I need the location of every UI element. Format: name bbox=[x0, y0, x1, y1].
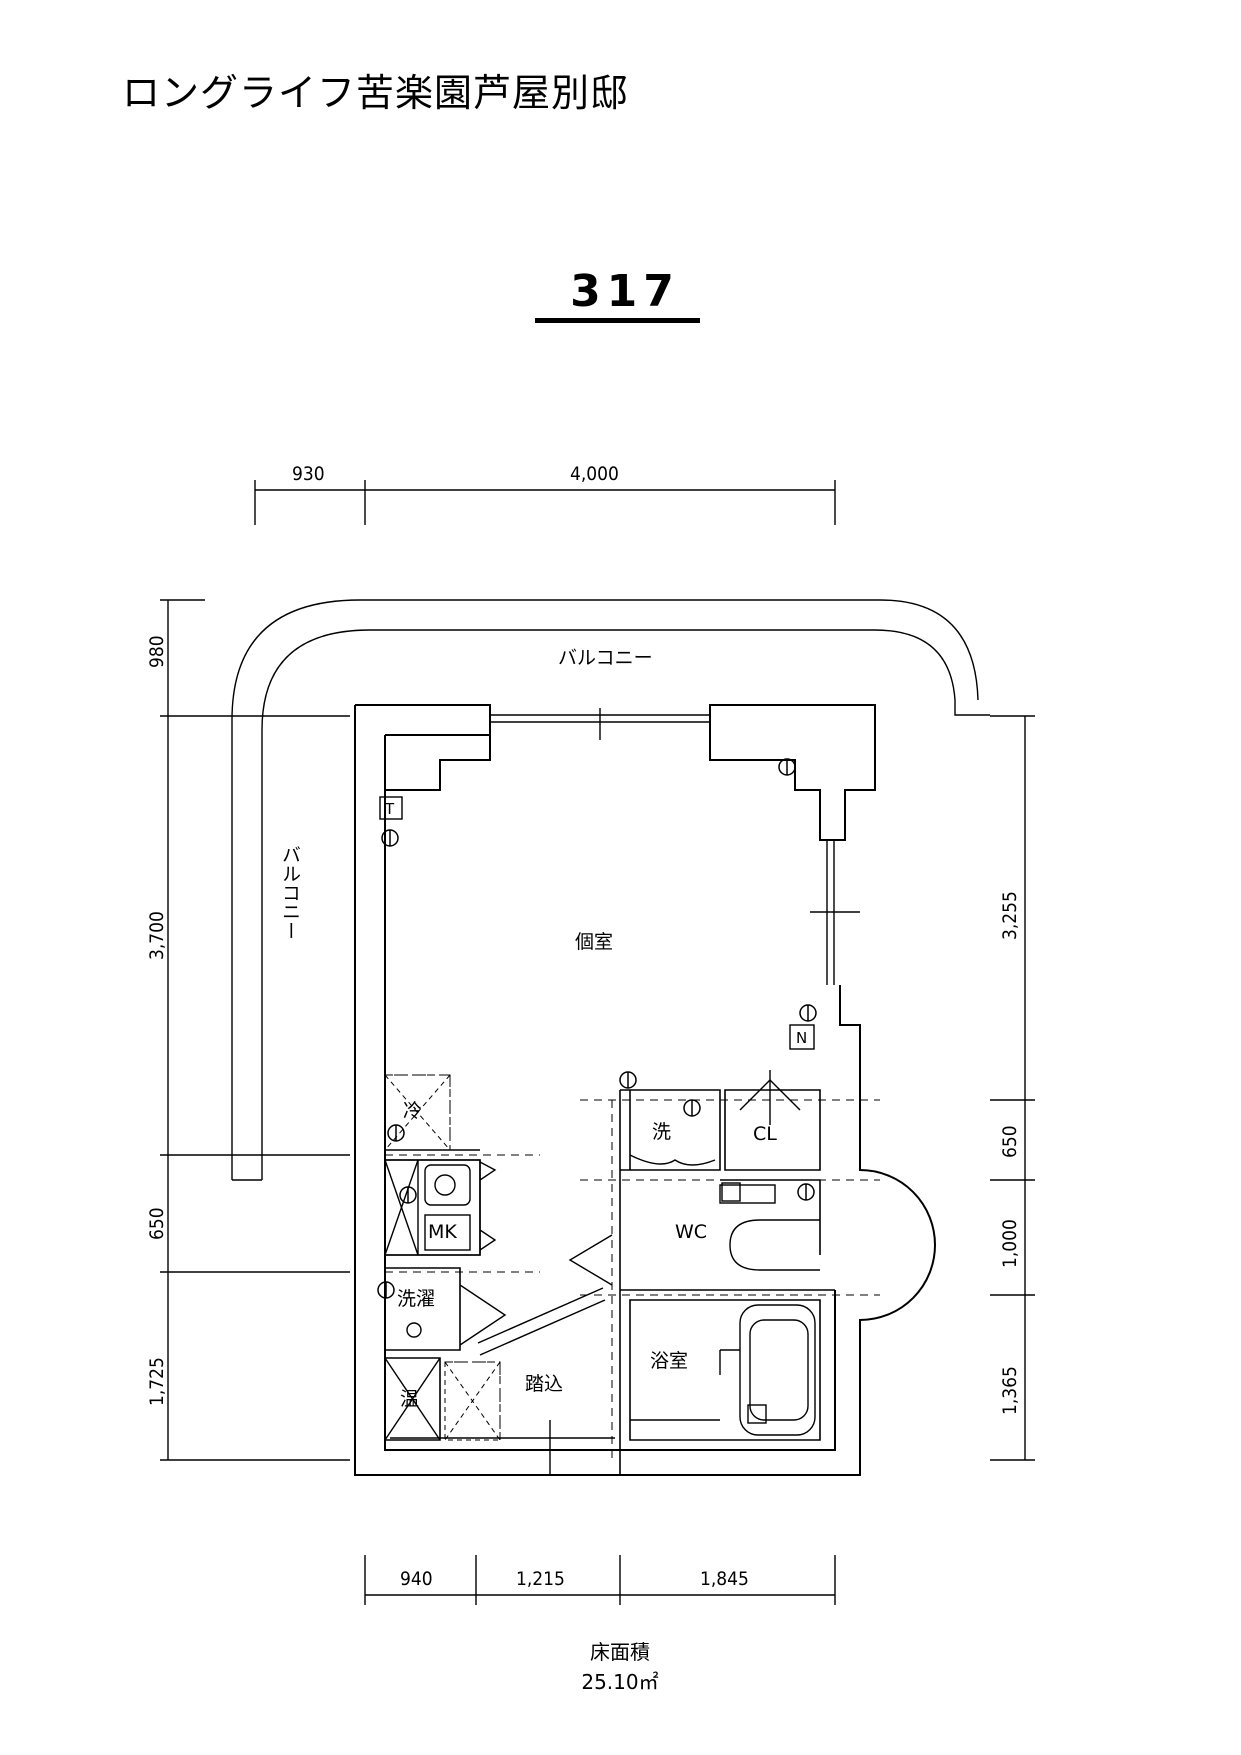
bathroom-label: 浴室 bbox=[650, 1350, 688, 1372]
north-marker-bath-icon bbox=[747, 1404, 767, 1424]
water-heater-space bbox=[384, 1357, 441, 1441]
balcony-outline bbox=[231, 599, 990, 1181]
dimension-top-1: 930 bbox=[292, 463, 325, 485]
closet-label: CL bbox=[753, 1123, 777, 1145]
dimension-line-right bbox=[990, 715, 1035, 1461]
unit-number: 317 bbox=[570, 266, 680, 317]
washing-label: 洗濯 bbox=[397, 1288, 435, 1310]
dimension-right-4: 1,365 bbox=[999, 1366, 1021, 1415]
dimension-left-4: 1,725 bbox=[146, 1357, 168, 1406]
outlet-icons bbox=[377, 758, 817, 1299]
balcony-left-label: バルコニー bbox=[279, 845, 301, 940]
washbasin-fixture bbox=[629, 1154, 716, 1166]
mini-kitchen-label: MK bbox=[428, 1221, 457, 1243]
dimension-bottom-3: 1,845 bbox=[700, 1568, 749, 1590]
dimension-line-left bbox=[160, 599, 350, 1461]
water-heater-label: 温 bbox=[400, 1388, 419, 1410]
floor-area-label: 床面積 bbox=[590, 1640, 650, 1664]
floor-area-value: 25.10㎡ bbox=[581, 1670, 659, 1694]
dimension-left-2: 3,700 bbox=[146, 911, 168, 960]
dimension-line-top bbox=[254, 480, 836, 525]
dimension-right-2: 650 bbox=[999, 1125, 1021, 1158]
north-marker-icon bbox=[789, 1024, 815, 1050]
washing-machine-space bbox=[406, 1284, 507, 1346]
north-marker-wc-icon bbox=[721, 1182, 741, 1202]
tv-outlet-icon bbox=[379, 796, 403, 820]
dimension-bottom-1: 940 bbox=[400, 1568, 433, 1590]
unit-underline bbox=[535, 318, 700, 323]
dimension-left-1: 980 bbox=[146, 635, 168, 668]
entrance-door bbox=[390, 1287, 615, 1475]
window-right bbox=[810, 840, 860, 985]
dimension-right-3: 1,000 bbox=[999, 1219, 1021, 1268]
window-top bbox=[490, 708, 710, 740]
washbasin-label: 洗 bbox=[652, 1121, 671, 1143]
dimension-right-1: 3,255 bbox=[999, 891, 1021, 940]
dimension-left-3: 650 bbox=[146, 1207, 168, 1240]
entrance-shoe-box bbox=[444, 1361, 501, 1441]
balcony-top-label: バルコニー bbox=[558, 647, 653, 669]
wc-door bbox=[568, 1234, 613, 1286]
building-name: ロングライフ苦楽園芦屋別邸 bbox=[122, 71, 630, 115]
dimension-line-bottom bbox=[364, 1555, 836, 1605]
dimension-top-2: 4,000 bbox=[570, 463, 619, 485]
entrance-label: 踏込 bbox=[525, 1373, 563, 1395]
interior-walls bbox=[384, 1089, 835, 1475]
north-marker-label: N bbox=[796, 1029, 807, 1047]
fridge-label: 冷 bbox=[403, 1100, 422, 1122]
tv-outlet-label: T bbox=[384, 800, 395, 818]
bathtub-fixture bbox=[630, 1304, 816, 1436]
closet-doors bbox=[739, 1070, 801, 1125]
toilet-fixture bbox=[719, 1184, 820, 1271]
dimension-bottom-2: 1,215 bbox=[516, 1568, 565, 1590]
mini-kitchen-unit bbox=[384, 1159, 497, 1256]
private-room-label: 個室 bbox=[575, 931, 613, 953]
wc-label: WC bbox=[675, 1221, 707, 1243]
